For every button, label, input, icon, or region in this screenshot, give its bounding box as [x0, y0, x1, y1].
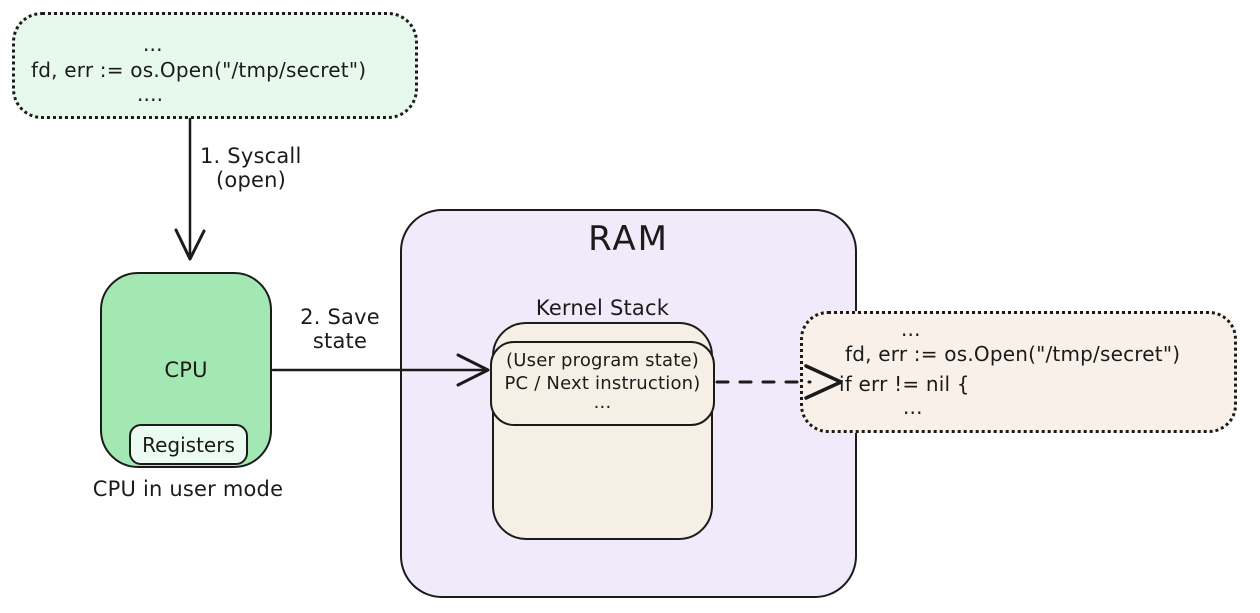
save-state-arrow-label-line1: 2. Save [300, 305, 380, 329]
user-code-line: ... [143, 32, 163, 56]
cpu-label: CPU [164, 358, 208, 382]
kernel-code-line: fd, err := os.Open("/tmp/secret") [845, 342, 1181, 366]
save-state-arrow-label: 2. Save state [292, 305, 388, 353]
registers-box: Registers [129, 424, 248, 465]
saved-state-line: (User program state) [506, 350, 699, 371]
syscall-arrow-label-line2: (open) [216, 168, 286, 193]
syscall-arrow-label-line1: 1. Syscall [200, 144, 302, 168]
save-state-arrow-label-line2: state [312, 329, 368, 354]
kernel-stack-label: Kernel Stack [535, 296, 670, 320]
user-code-box: ... fd, err := os.Open("/tmp/secret") ..… [12, 12, 418, 119]
saved-state-line: PC / Next instruction) [504, 373, 701, 394]
kernel-code-box: ... fd, err := os.Open("/tmp/secret") if… [800, 311, 1237, 433]
registers-label: Registers [142, 432, 235, 457]
kernel-code-line: ... [903, 395, 923, 419]
cpu-box: CPU Registers [100, 272, 272, 468]
saved-state-line: ... [593, 392, 612, 413]
kernel-code-line: if err != nil { [839, 372, 970, 396]
saved-state-frame: (User program state) PC / Next instructi… [490, 341, 715, 426]
cpu-caption: CPU in user mode [92, 477, 284, 501]
user-code-line: .... [137, 82, 164, 106]
ram-title: RAM [588, 219, 669, 259]
kernel-code-line: ... [901, 317, 921, 341]
syscall-arrow-label: 1. Syscall (open) [200, 144, 302, 192]
user-code-line: fd, err := os.Open("/tmp/secret") [31, 58, 367, 82]
